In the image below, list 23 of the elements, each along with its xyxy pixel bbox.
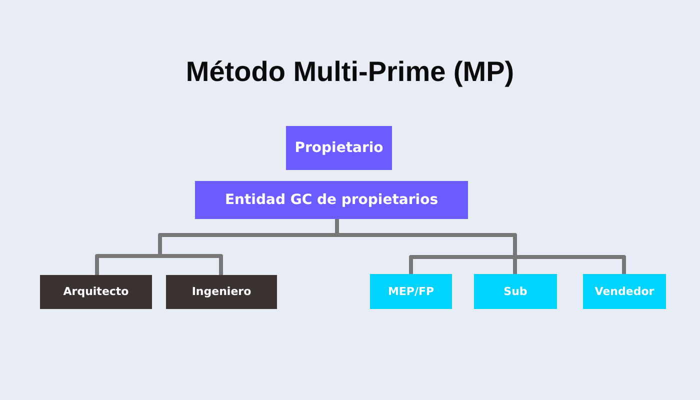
org-chart-box: [195, 181, 468, 219]
connector-line: [513, 257, 517, 274]
box-label: Arquitecto: [63, 285, 129, 299]
connector-line: [95, 254, 160, 275]
box-label: MEP/FP: [388, 284, 434, 298]
org-chart-box: [370, 274, 452, 309]
connector-trunk: [335, 219, 339, 235]
org-chart-box: [166, 275, 277, 309]
connector-trunk: [337, 233, 517, 257]
box-label: Propietario: [294, 140, 384, 156]
diagram-title: Método Multi-Prime (MP): [186, 55, 514, 89]
org-chart-box: [286, 126, 392, 170]
box-label: Ingeniero: [192, 285, 252, 299]
org-chart-box: [583, 274, 666, 309]
connector-line: [160, 254, 223, 275]
box-label: Entidad GC de propietarios: [224, 192, 438, 208]
org-chart-box: [474, 274, 557, 309]
box-label: Vendedor: [594, 284, 654, 298]
connector-line: [409, 255, 515, 274]
connector-trunk: [158, 233, 337, 256]
connector-line: [515, 255, 626, 274]
org-chart-box: [40, 275, 152, 309]
box-label: Sub: [504, 284, 528, 298]
